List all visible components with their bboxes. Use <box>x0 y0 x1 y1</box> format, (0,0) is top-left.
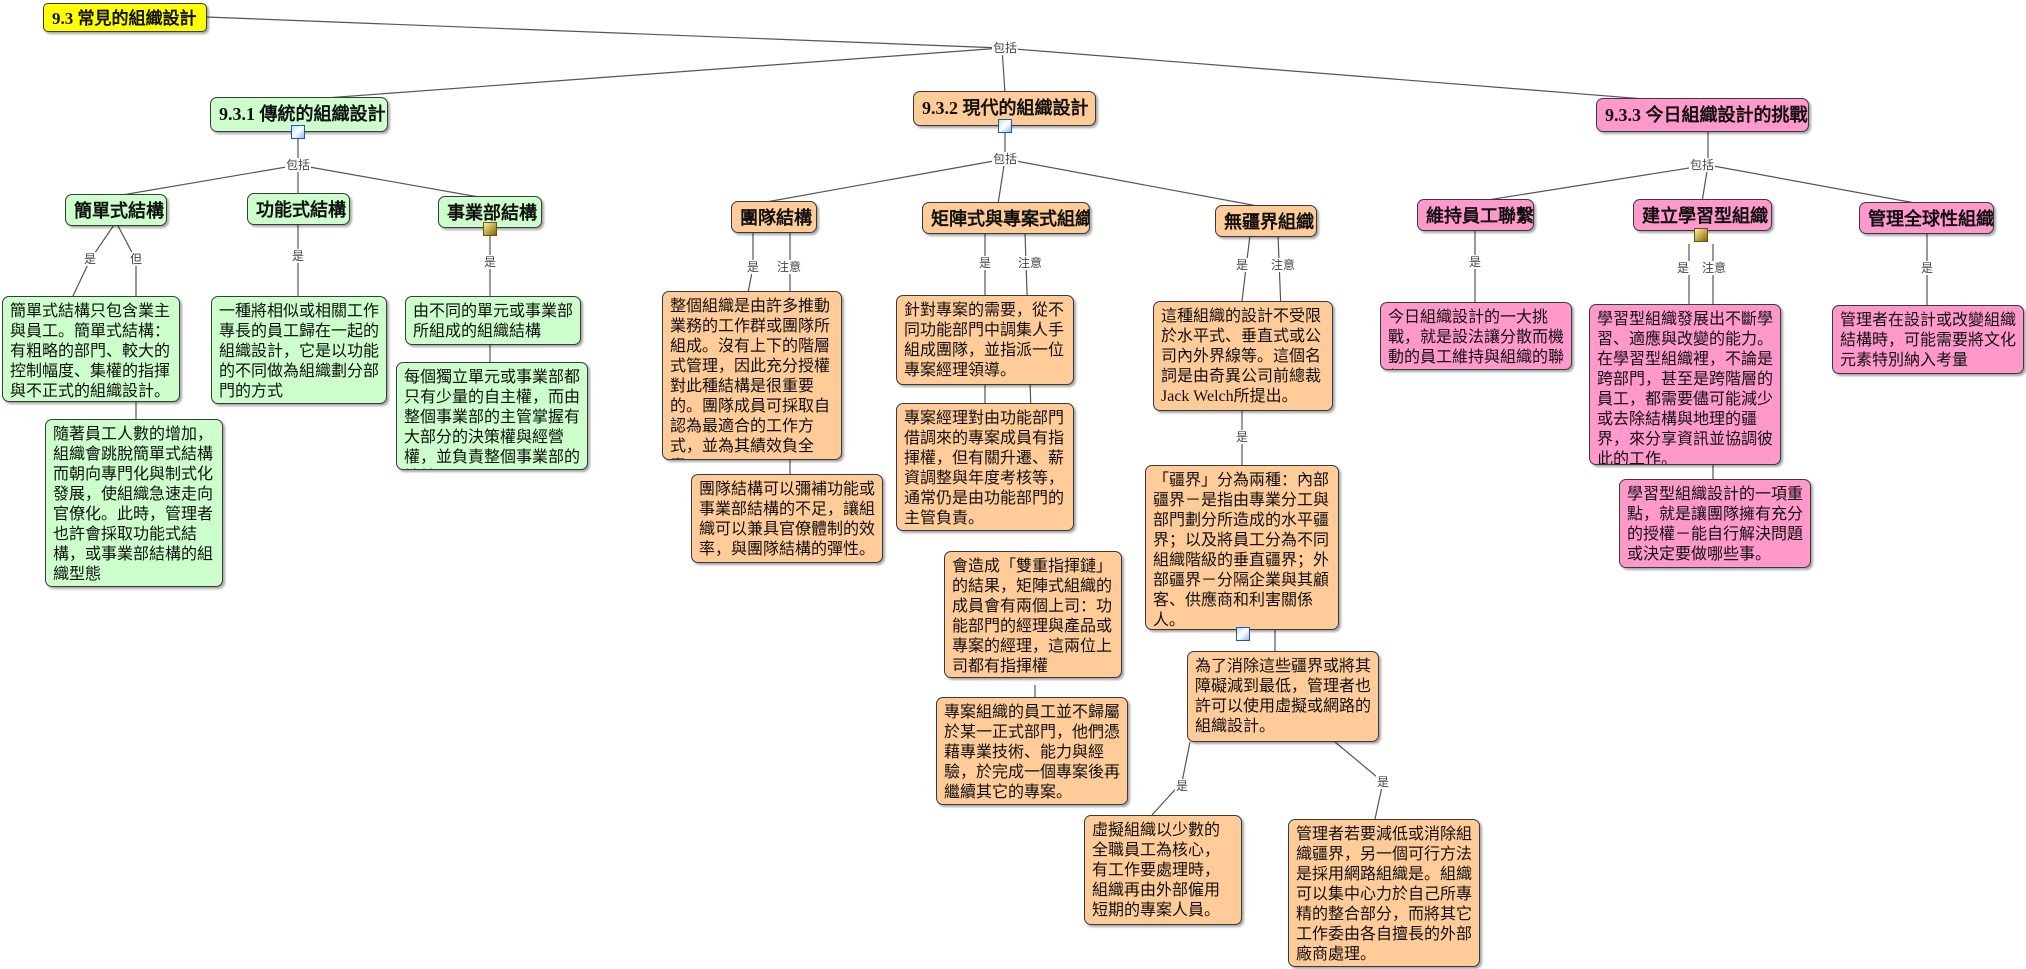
link-label-is: 是 <box>1234 430 1250 444</box>
matrix-definition: 針對專案的需要，從不同功能部門中調集人手組成團隊，並指派一位專案經理領導。 <box>896 295 1074 385</box>
link-label-is: 是 <box>1467 255 1483 269</box>
link-label-is: 是 <box>1675 261 1691 275</box>
link-label-is: 是 <box>1234 258 1250 272</box>
image-icon[interactable] <box>291 125 305 139</box>
employee-retention-definition: 今日組織設計的一大挑戰，就是設法讓分散而機動的員工維持與組織的聯繫 <box>1380 302 1572 370</box>
node-contemporary-design[interactable]: 9.3.2 現代的組織設計 <box>913 91 1096 126</box>
link-label-includes: 包括 <box>284 158 312 172</box>
functional-structure-definition: 一種將相似或相關工作專長的員工歸在一起的組織設計，它是以功能的不同做為組織劃分部… <box>211 296 387 404</box>
team-structure-note: 團隊結構可以彌補功能或事業部結構的不足，讓組織可以兼具官僚體制的效率，與團隊結構… <box>691 474 883 563</box>
simple-structure-growth: 隨著員工人數的增加，組織會跳脫簡單式結構而朝向專門化與制式化發展，使組織急速走向… <box>45 419 223 587</box>
link-label-is: 是 <box>82 252 98 266</box>
node-functional-structure[interactable]: 功能式結構 <box>247 193 350 225</box>
learning-organization-note: 學習型組織設計的一項重點，就是讓團隊擁有充分的授權－能自行解決問題或決定要做哪些… <box>1619 479 1811 568</box>
link-label-note: 注意 <box>1016 256 1044 270</box>
team-structure-definition: 整個組織是由許多推動業務的工作群或團隊所組成。沒有上下的階層式管理，因此充分授權… <box>662 291 842 460</box>
node-employee-retention[interactable]: 維持員工聯繫 <box>1417 199 1534 231</box>
link-label-note: 注意 <box>1700 261 1728 275</box>
node-boundaryless[interactable]: 無疆界組織 <box>1215 205 1317 237</box>
boundaryless-definition: 這種組織的設計不受限於水平式、垂直式或公司內外界線等。這個名詞是由奇異公司前總裁… <box>1153 301 1333 411</box>
matrix-manager-authority: 專案經理對由功能部門借調來的專案成員有指揮權，但有關升遷、薪資調整與年度考核等，… <box>896 403 1074 531</box>
root-topic[interactable]: 9.3 常見的組織設計 <box>43 3 207 32</box>
node-team-structure[interactable]: 團隊結構 <box>731 201 817 233</box>
node-global-organization[interactable]: 管理全球性組織 <box>1859 202 1994 234</box>
boundaryless-two-boundaries: 「疆界」分為兩種：內部疆界－是指由專業分工與部門劃分所造成的水平疆界；以及將員工… <box>1145 465 1339 630</box>
link-label-includes: 包括 <box>1688 158 1716 172</box>
link-label-is: 是 <box>1919 261 1935 275</box>
link-label-note: 注意 <box>775 260 803 274</box>
learning-organization-definition: 學習型組織發展出不斷學習、適應與改變的能力。在學習型組織裡，不論是跨部門，甚至是… <box>1589 304 1781 465</box>
simple-structure-definition: 簡單式結構只包含業主與員工。簡單式結構：有粗略的部門、較大的控制幅度、集權的指揮… <box>2 296 180 402</box>
image-icon[interactable] <box>1236 627 1250 641</box>
link-label-is: 是 <box>290 249 306 263</box>
link-label-includes: 包括 <box>991 41 1019 55</box>
node-traditional-design[interactable]: 9.3.1 傳統的組織設計 <box>210 97 388 132</box>
project-organization-note: 專案組織的員工並不歸屬於某一正式部門，他們憑藉專業技術、能力與經驗，於完成一個專… <box>936 697 1128 805</box>
boundaryless-remedy: 為了消除這些疆界或將其障礙減到最低，管理者也許可以使用虛擬或網路的組織設計。 <box>1187 651 1379 742</box>
divisional-structure-detail: 每個獨立單元或事業部都只有少量的自主權，而由整個事業部的主管掌握有大部分的決策權… <box>396 362 588 470</box>
node-today-challenges[interactable]: 9.3.3 今日組織設計的挑戰 <box>1596 98 1809 132</box>
link-label-is: 是 <box>482 255 498 269</box>
link-label-but: 但 <box>128 252 144 266</box>
virtual-organization: 虛擬組織以少數的全職員工為核心，有工作要處理時，組織再由外部僱用短期的專案人員。 <box>1084 815 1242 925</box>
divisional-structure-definition: 由不同的單元或事業部所組成的組織結構 <box>405 296 581 345</box>
link-label-is: 是 <box>1174 779 1190 793</box>
link-label-note: 注意 <box>1269 258 1297 272</box>
link-label-includes: 包括 <box>991 152 1019 166</box>
link-label-is: 是 <box>977 256 993 270</box>
image-icon[interactable] <box>998 119 1012 133</box>
link-label-is: 是 <box>1375 775 1391 789</box>
node-learning-organization[interactable]: 建立學習型組織 <box>1633 199 1772 231</box>
link-label-is: 是 <box>745 260 761 274</box>
node-matrix-project[interactable]: 矩陣式與專案式組織 <box>922 202 1090 234</box>
node-simple-structure[interactable]: 簡單式結構 <box>65 194 167 226</box>
global-organization-definition: 管理者在設計或改變組織結構時，可能需要將文化元素特別納入考量 <box>1832 305 2024 374</box>
matrix-dual-chain-note: 會造成「雙重指揮鏈」的結果，矩陣式組織的成員會有兩個上司：功能部門的經理與產品或… <box>944 551 1122 678</box>
node-divisional-structure[interactable]: 事業部結構 <box>438 196 542 228</box>
model-icon[interactable] <box>1694 228 1708 242</box>
model-icon[interactable] <box>483 222 497 236</box>
network-organization: 管理者若要減低或消除組織疆界，另一個可行方法是採用網路組織是。組織可以集中心力於… <box>1288 819 1480 967</box>
